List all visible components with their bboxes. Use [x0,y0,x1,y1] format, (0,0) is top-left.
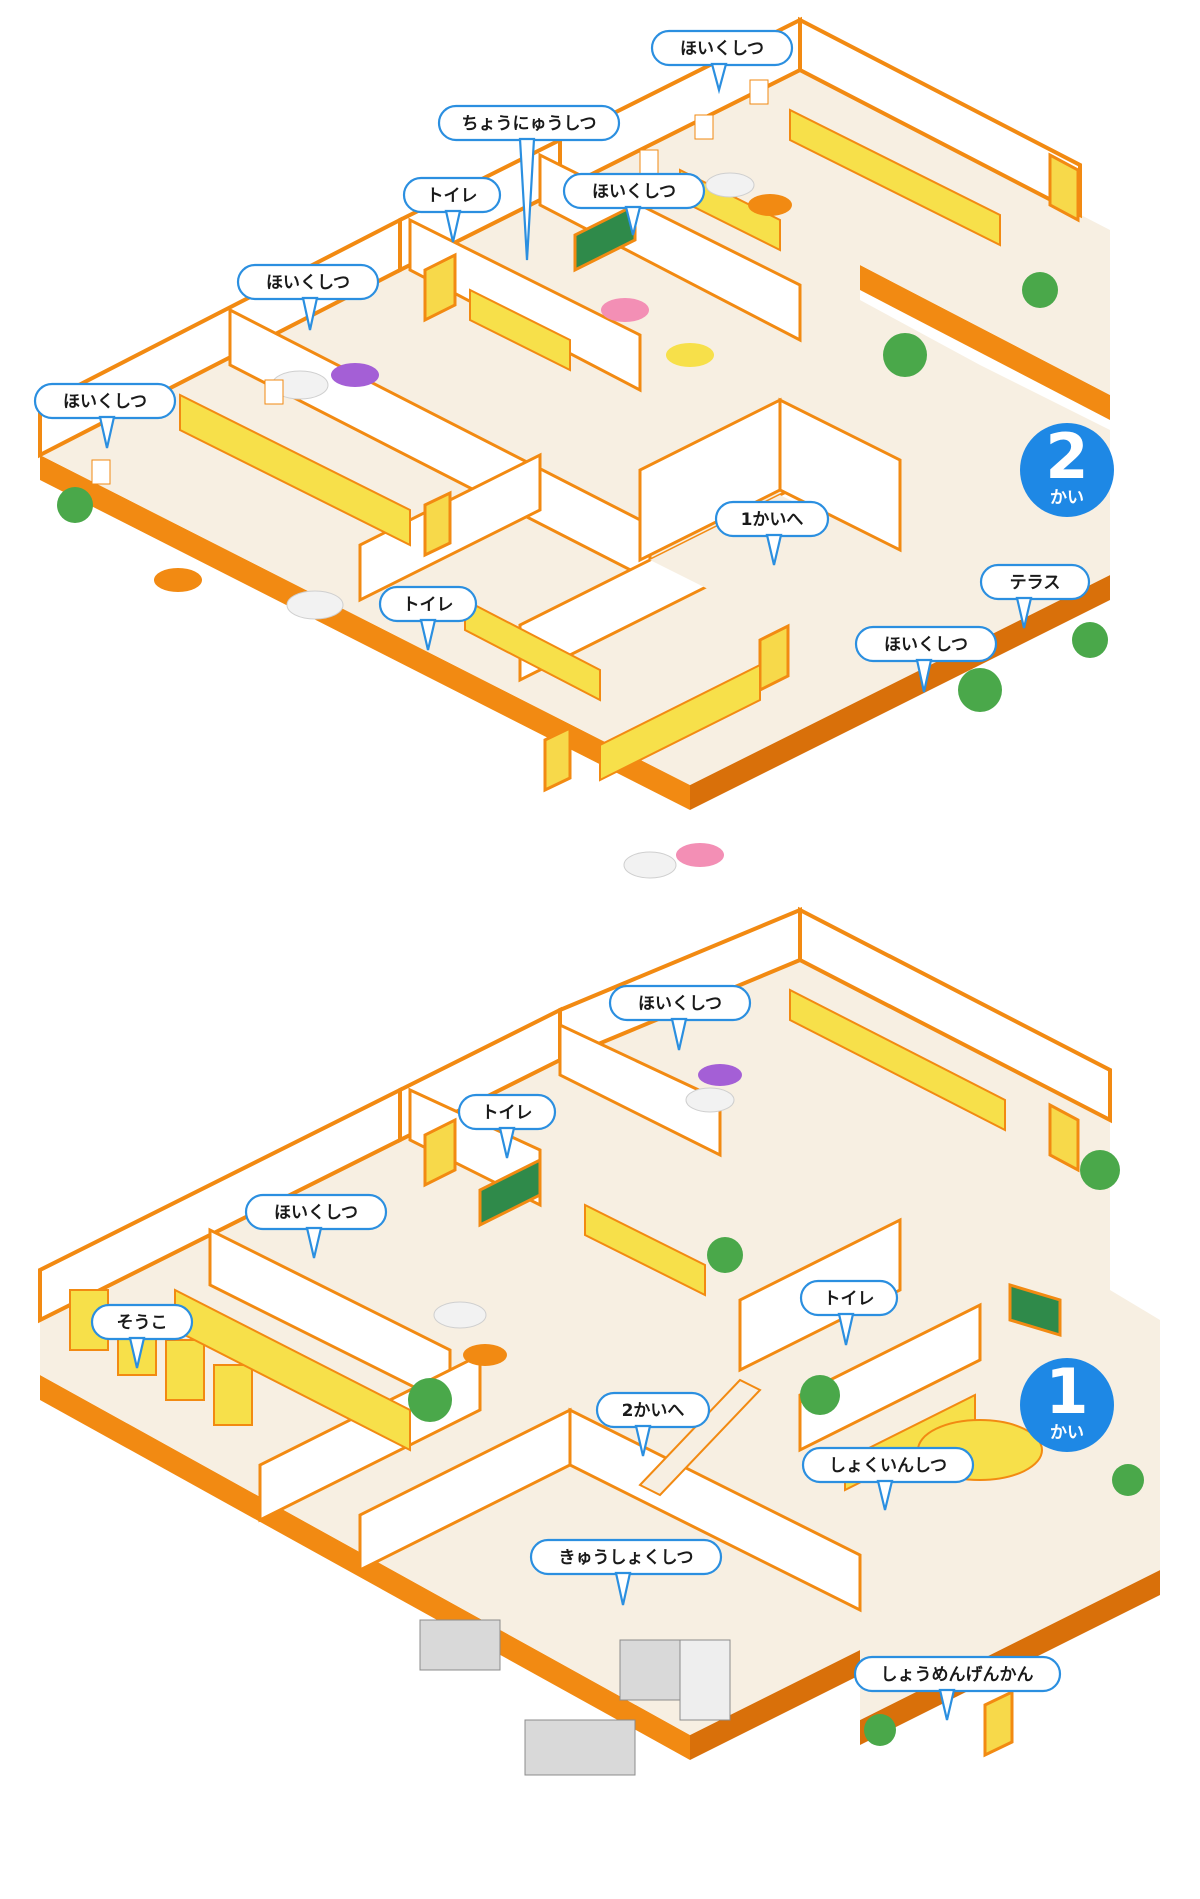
floor-1-label-main-entrance: しょうめんげんかん [853,1655,1062,1721]
floor-1-label-staff-room: しょくいんしつ [801,1446,975,1511]
floor-2-building [38,16,1110,879]
floor-2-badge-suffix: かい [1050,488,1084,508]
label-text: しょくいんしつ [829,1456,947,1476]
floor-1-label-to-second-floor: 2かいへ [595,1391,711,1457]
label-text: ほいくしつ [63,392,147,412]
floor-2-label-nursery-bottom-right: ほいくしつ [854,625,998,693]
label-text: ほいくしつ [638,994,722,1014]
floor-2-label-nursing-room: ちょうにゅうしつ [437,104,621,261]
label-text: ほいくしつ [680,39,764,59]
floor-1-building [38,906,1160,1776]
floor-2-label-to-first-floor: 1かいへ [714,500,830,566]
label-text: ほいくしつ [274,1203,358,1223]
floor-1-label-kitchen: きゅうしょくしつ [529,1538,723,1606]
label-text: そうこ [117,1313,168,1333]
label-text: しょうめんげんかん [881,1665,1034,1685]
label-text: トイレ [824,1289,875,1309]
label-text: トイレ [482,1103,533,1123]
floor-2-label-nursery-left: ほいくしつ [33,382,177,449]
floor-1-badge: 1 かい [1020,1355,1114,1452]
floor-1-badge-number: 1 [1045,1355,1088,1428]
label-text: 2かいへ [622,1401,685,1421]
label-text: トイレ [403,595,454,615]
label-text: ほいくしつ [884,635,968,655]
floor-2-label-nursery-left-upper: ほいくしつ [236,263,380,331]
floor-2-label-toilet-top: トイレ [402,176,502,243]
label-text: テラス [1010,573,1061,593]
floor-1-label-toilet-top: トイレ [457,1093,557,1159]
floor-2-label-toilet-middle: トイレ [378,585,478,651]
floor-1-badge-suffix: かい [1050,1423,1084,1443]
floor-1-label-toilet-right: トイレ [799,1279,899,1346]
label-text: ほいくしつ [592,182,676,202]
floor-2-badge-number: 2 [1045,420,1088,493]
floor-2-label-nursery-center: ほいくしつ [562,172,706,236]
label-text: トイレ [427,186,478,206]
floor-2-label-terrace: テラス [979,563,1091,629]
floor-1-label-nursery-left: ほいくしつ [244,1193,388,1259]
label-text: きゅうしょくしつ [559,1548,694,1568]
label-text: ほいくしつ [266,273,350,293]
floor-1-label-nursery-top: ほいくしつ [608,984,752,1051]
floor-2-badge: 2 かい [1020,420,1114,517]
floor-1-label-storage: そうこ [90,1303,194,1369]
label-text: ちょうにゅうしつ [462,114,597,134]
label-text: 1かいへ [741,510,804,530]
floor-2-label-nursery-top-right: ほいくしつ [650,29,794,95]
